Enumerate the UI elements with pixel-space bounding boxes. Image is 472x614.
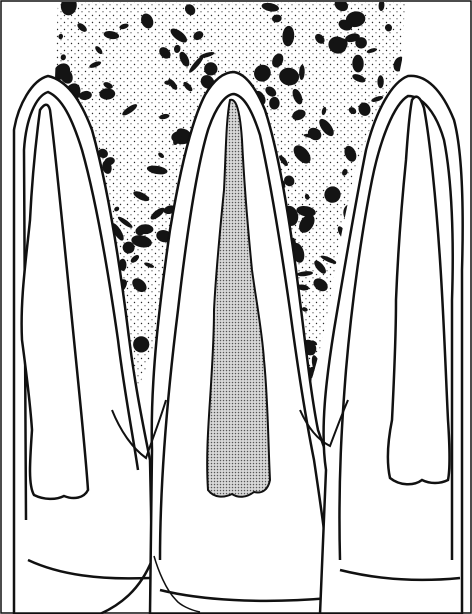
marrow-space — [377, 75, 383, 88]
marrow-space — [133, 336, 149, 352]
